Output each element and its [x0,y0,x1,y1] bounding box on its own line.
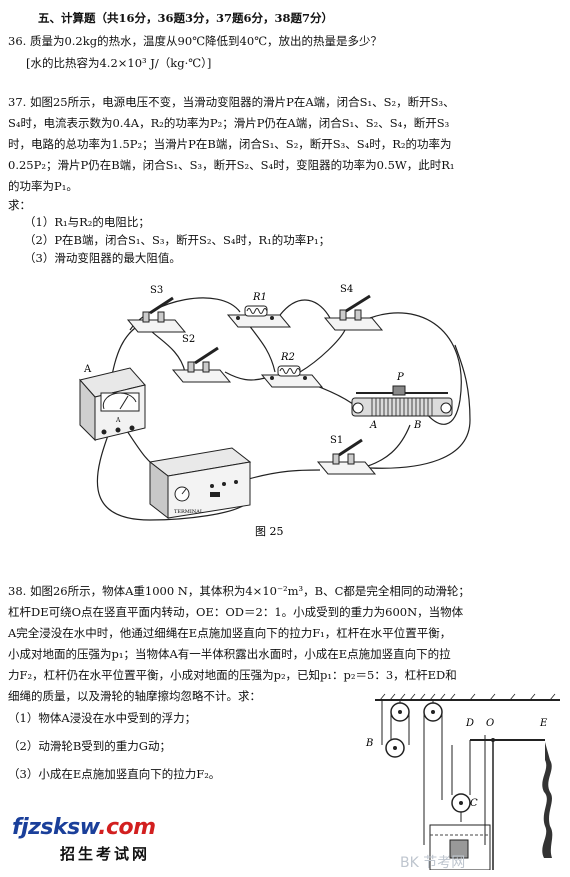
q38-line: A完全浸没在水中时，他通过细绳在E点施加竖直向下的拉力F₁，杠杆在水平位置平衡， [8,626,452,640]
label-r1: R1 [252,292,267,303]
q38-subquestion: （2）动滑轮B受到的重力G动； [8,739,171,753]
watermark-brand-dom: .com [98,815,156,840]
ammeter: A A [79,364,146,442]
label-s1: S1 [330,435,343,446]
label-r2: R2 [280,352,295,363]
switch-s4: S4 [323,284,384,331]
q37-line: 时，电路的总功率为1.5P₂；当滑片P在B端，闭合S₁、S₂，断开S₃、S₄时，… [8,137,452,151]
ammeter-symbol: A [115,417,121,424]
q38-subquestion: （1）物体A浸没在水中受到的浮力； [8,711,197,725]
figure-26-pulley-system: B C D O E [365,693,560,870]
q38-line: 细绳的质量，以及滑轮的轴摩擦均忽略不计。求： [8,689,261,703]
label-pulley-b: B [365,738,373,749]
resistor-r2: R2 [260,352,324,388]
watermark-logo: fjzsksw.com [12,815,156,840]
q37-subquestion: （2）P在B端，闭合S₁、S₃，断开S₂、S₄时，R₁的功率P₁； [24,233,331,247]
q38-subquestion: （3）小成在E点施加竖直向下的拉力F₂。 [8,767,221,781]
q37-line: S₄时，电流表示数为0.4A，R₂的功率为P₂；滑片P仍在A端，闭合S₁、S₂、… [8,116,450,130]
q37-subquestion: （3）滑动变阻器的最大阻值。 [24,251,181,265]
figure-25-caption: 图 25 [255,525,284,538]
switch-s2: S2 [171,334,232,383]
q36-text: 36. 质量为0.2kg的热水，温度从90℃降低到40℃，放出的热量是多少？ [8,34,383,48]
q38-line: 38. 如图26所示，物体A重1000 N，其体积为4×10⁻²m³，B、C都是… [8,584,470,598]
q37-line: 37. 如图25所示，电源电压不变，当滑动变阻器的滑片P在A端，闭合S₁、S₂，… [8,95,455,109]
section-title: 五、计算题（共16分，36题3分，37题6分，38题7分） [38,11,334,25]
watermark-brand-main: fjzsksw [12,815,99,840]
q37-line: 求： [8,198,31,212]
label-pulley-c: C [470,798,478,809]
label-a-end: A [369,420,377,431]
q37-subquestion: （1）R₁与R₂的电阻比； [24,215,150,229]
q36-hint: [水的比热容为4.2×10³ J/（kg·℃）] [26,56,212,70]
label-b-end: B [413,420,421,431]
label-s4: S4 [340,284,353,295]
label-ammeter: A [83,364,92,375]
watermark-subtitle: 招生考试网 [60,845,151,863]
power-supply: TERMINAL [148,447,252,520]
switch-s1: S1 [316,435,377,475]
label-e: E [539,718,548,729]
label-s3: S3 [150,285,163,296]
q37-line: 0.25P₂；滑片P仍在B端，闭合S₁、S₃，断开S₂、S₄时，变阻器的功率为0… [8,158,455,172]
switch-s3: S3 [126,285,187,333]
q38-line: 小成对地面的压强为p₁；当物体A有一半体积露出水面时，小成在E点施加竖直向下的拉 [8,647,451,661]
label-o: O [486,718,494,729]
label-s2: S2 [182,334,195,345]
rheostat: P A B [351,372,453,431]
power-supply-brand: TERMINAL [174,509,204,515]
label-p: P [396,372,404,383]
watermark-bk: BK 节考网 [400,855,466,871]
resistor-r1: R1 [226,292,292,328]
q37-line: 的功率为P₁。 [8,179,78,193]
label-d: D [465,718,474,729]
q38-line: 力F₂，杠杆仍在水平位置平衡，小成对地面的压强为p₂，已知p₁：p₂＝5：3，杠… [8,668,457,682]
figure-25-circuit: S3 R1 S4 S2 R2 [79,284,471,538]
q38-line: 杠杆DE可绕O点在竖直平面内转动，OE：OD＝2：1。小成受到的重力为600N，… [8,605,464,619]
